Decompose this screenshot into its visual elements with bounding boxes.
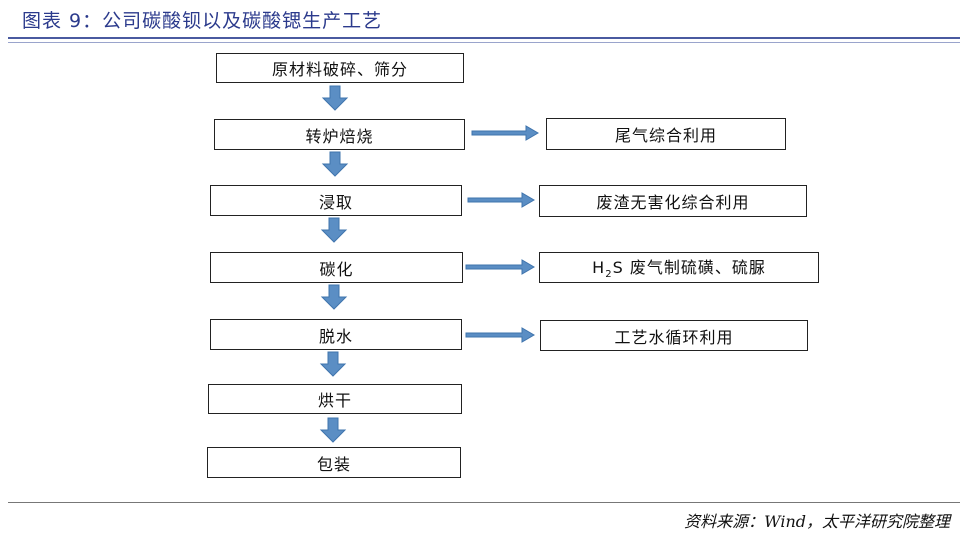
step-label: 碳化 bbox=[319, 259, 354, 279]
right-arrow-2 bbox=[467, 192, 535, 208]
figure-title: 图表 9：公司碳酸钡以及碳酸锶生产工艺 bbox=[22, 10, 383, 32]
output-process-water: 工艺水循环利用 bbox=[540, 320, 808, 351]
output-label-suffix: S 废气制硫磺、硫脲 bbox=[612, 258, 766, 278]
output-h2s-gas: H2S 废气制硫磺、硫脲 bbox=[539, 252, 819, 283]
step-label: 脱水 bbox=[318, 326, 353, 346]
step-leaching: 浸取 bbox=[210, 185, 462, 216]
step-label: 包装 bbox=[316, 454, 351, 474]
step-crushing: 原材料破碎、筛分 bbox=[216, 53, 464, 83]
step-roasting: 转炉焙烧 bbox=[214, 119, 465, 150]
down-arrow-6 bbox=[319, 417, 347, 443]
down-arrow-2 bbox=[321, 151, 349, 177]
output-label: 尾气综合利用 bbox=[614, 126, 717, 145]
step-label: 浸取 bbox=[318, 192, 353, 212]
right-arrow-3 bbox=[465, 259, 535, 275]
source-note: 资料来源：Wind，太平洋研究院整理 bbox=[684, 512, 950, 531]
step-label: 烘干 bbox=[317, 391, 352, 410]
step-dewatering: 脱水 bbox=[210, 319, 462, 350]
step-packaging: 包装 bbox=[207, 447, 461, 478]
output-waste-residue: 废渣无害化综合利用 bbox=[539, 185, 807, 217]
down-arrow-4 bbox=[320, 284, 348, 310]
step-label: 原材料破碎、筛分 bbox=[271, 60, 408, 79]
down-arrow-1 bbox=[321, 85, 349, 111]
down-arrow-3 bbox=[320, 217, 348, 243]
bottom-divider bbox=[8, 502, 960, 503]
output-label: H2S 废气制硫磺、硫脲 bbox=[592, 254, 766, 280]
top-divider bbox=[8, 37, 960, 39]
step-carbonization: 碳化 bbox=[210, 252, 463, 283]
output-label: 废渣无害化综合利用 bbox=[596, 193, 750, 212]
output-tail-gas: 尾气综合利用 bbox=[546, 118, 786, 150]
top-divider-thin bbox=[8, 42, 960, 43]
output-label-subscript: 2 bbox=[605, 269, 613, 281]
step-drying: 烘干 bbox=[208, 384, 462, 414]
down-arrow-5 bbox=[319, 351, 347, 377]
step-label: 转炉焙烧 bbox=[305, 126, 374, 146]
output-label: 工艺水循环利用 bbox=[614, 327, 734, 347]
output-label-prefix: H bbox=[592, 258, 606, 278]
right-arrow-1 bbox=[471, 125, 539, 141]
right-arrow-4 bbox=[465, 327, 535, 343]
